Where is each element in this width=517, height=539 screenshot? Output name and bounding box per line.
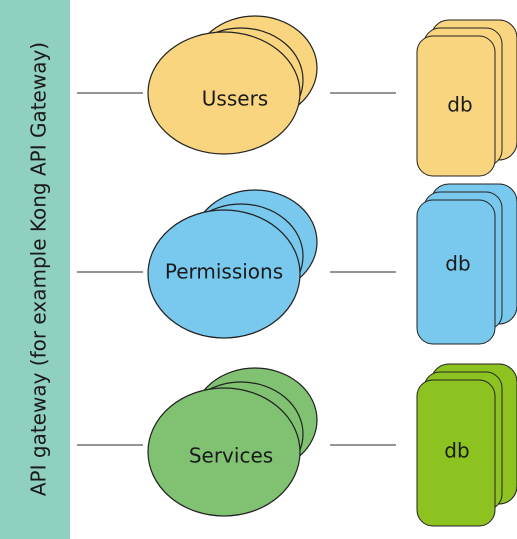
services-db-stack: db [416, 363, 517, 527]
permissions-service-stack: Permissions [147, 189, 318, 339]
users-service-instance-front [147, 31, 301, 155]
users-service-stack: Ussers [147, 15, 318, 155]
services-db-label: db [444, 439, 469, 463]
service-row-permissions: Permissions db [77, 183, 517, 345]
services-db-cylinder-front [416, 379, 496, 527]
permissions-db-stack: db [416, 183, 517, 345]
permissions-service-label: Permissions [165, 260, 283, 284]
api-gateway: API gateway (for example Kong API Gatewa… [0, 0, 70, 539]
api-gateway-bar [0, 0, 70, 539]
services-service-label: Services [189, 444, 273, 468]
users-db-cylinder-front [416, 35, 496, 177]
service-row-services: Services db [77, 363, 517, 527]
users-db-stack: db [416, 19, 517, 177]
services-service-instance-front [147, 387, 301, 517]
api-gateway-label: API gateway (for example Kong API Gatewa… [27, 42, 51, 496]
service-row-users: Ussers db [77, 15, 517, 177]
users-service-label: Ussers [202, 87, 268, 111]
permissions-service-instance-front [147, 209, 301, 339]
users-db-label: db [447, 93, 472, 117]
permissions-db-label: db [445, 252, 470, 276]
services-service-stack: Services [147, 367, 318, 517]
permissions-db-cylinder-front [416, 199, 496, 345]
